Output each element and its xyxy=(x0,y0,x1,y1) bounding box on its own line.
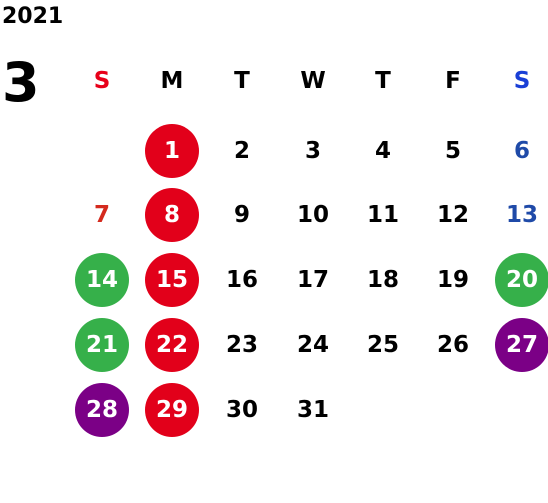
weekday-header-monday: M xyxy=(160,68,184,94)
day-cell-21[interactable]: 21 xyxy=(75,318,129,372)
day-cell-29[interactable]: 29 xyxy=(145,383,199,437)
day-cell-6[interactable]: 6 xyxy=(513,138,530,164)
day-cell-4[interactable]: 4 xyxy=(374,138,391,164)
day-cell-18[interactable]: 18 xyxy=(366,267,399,293)
weekday-header-wednesday: W xyxy=(300,68,326,94)
day-cell-10[interactable]: 10 xyxy=(296,202,329,228)
day-cell-26[interactable]: 26 xyxy=(436,332,469,358)
weekday-header-thursday: T xyxy=(375,68,391,94)
day-cell-30[interactable]: 30 xyxy=(225,397,258,423)
day-cell-1[interactable]: 1 xyxy=(145,124,199,178)
year-label: 2021 xyxy=(2,4,64,29)
day-cell-22[interactable]: 22 xyxy=(145,318,199,372)
day-cell-31[interactable]: 31 xyxy=(296,397,329,423)
day-cell-20[interactable]: 20 xyxy=(495,253,548,307)
weekday-header-saturday: S xyxy=(513,68,531,94)
day-cell-28[interactable]: 28 xyxy=(75,383,129,437)
day-cell-12[interactable]: 12 xyxy=(436,202,469,228)
day-cell-2[interactable]: 2 xyxy=(233,138,250,164)
weekday-header-sunday: S xyxy=(93,68,111,94)
day-cell-15[interactable]: 15 xyxy=(145,253,199,307)
day-cell-24[interactable]: 24 xyxy=(296,332,329,358)
day-cell-9[interactable]: 9 xyxy=(233,202,250,228)
day-cell-17[interactable]: 17 xyxy=(296,267,329,293)
weekday-header-tuesday: T xyxy=(234,68,250,94)
day-cell-23[interactable]: 23 xyxy=(225,332,258,358)
month-number: 3 xyxy=(2,51,40,114)
day-cell-11[interactable]: 11 xyxy=(366,202,399,228)
day-cell-16[interactable]: 16 xyxy=(225,267,258,293)
day-cell-13[interactable]: 13 xyxy=(505,202,538,228)
day-cell-25[interactable]: 25 xyxy=(366,332,399,358)
weekday-header-friday: F xyxy=(445,68,461,94)
day-cell-27[interactable]: 27 xyxy=(495,318,548,372)
day-cell-3[interactable]: 3 xyxy=(304,138,321,164)
day-cell-7[interactable]: 7 xyxy=(93,202,110,228)
day-cell-14[interactable]: 14 xyxy=(75,253,129,307)
day-cell-8[interactable]: 8 xyxy=(145,188,199,242)
day-cell-19[interactable]: 19 xyxy=(436,267,469,293)
day-cell-5[interactable]: 5 xyxy=(444,138,461,164)
